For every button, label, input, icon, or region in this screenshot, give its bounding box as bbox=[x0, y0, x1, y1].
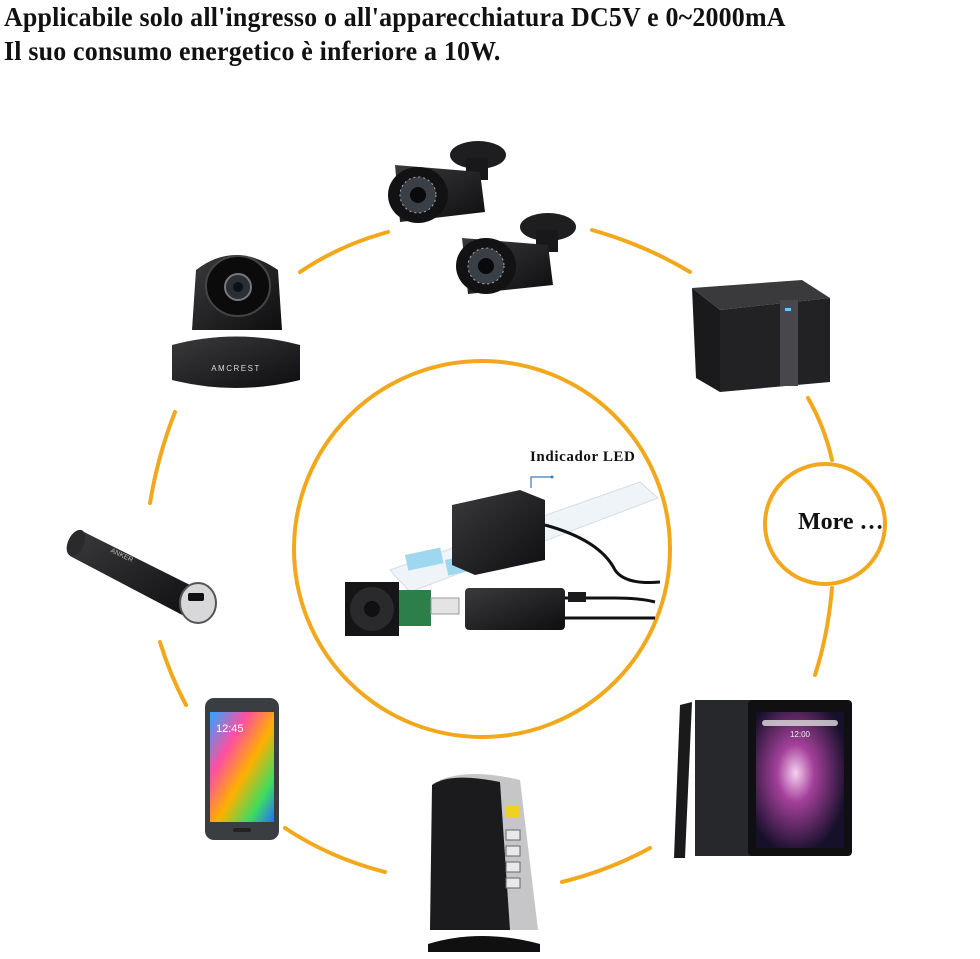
power-adapter-icon bbox=[452, 475, 661, 584]
headline-line-1: Applicabile solo all'ingresso o all'appa… bbox=[4, 2, 786, 32]
led-indicator-label: Indicador LED bbox=[530, 449, 636, 465]
outer-ring-arcs bbox=[148, 228, 834, 884]
headline-line-2: Il suo consumo energetico è inferiore a … bbox=[4, 36, 501, 66]
svg-text:AMCREST: AMCREST bbox=[211, 364, 261, 373]
bullet-cameras-icon bbox=[388, 141, 576, 294]
ptz-camera-icon: AMCREST bbox=[172, 255, 300, 388]
bluetooth-speaker-icon bbox=[692, 280, 830, 392]
tablet-icon: 12:00 bbox=[674, 700, 852, 858]
headline: Applicabile solo all'ingresso o all'appa… bbox=[4, 0, 786, 68]
usb-fan-icon bbox=[345, 582, 460, 636]
svg-text:12:45: 12:45 bbox=[216, 723, 244, 735]
router-icon bbox=[428, 774, 540, 952]
center-products bbox=[345, 475, 661, 636]
svg-text:12:00: 12:00 bbox=[790, 730, 811, 739]
power-bank-icon: ANKER bbox=[66, 529, 217, 624]
more-label[interactable]: More … bbox=[798, 509, 884, 535]
more-circle[interactable] bbox=[763, 462, 887, 586]
smartphone-icon: 12:45 bbox=[205, 698, 279, 840]
usb-converter-icon bbox=[465, 588, 656, 630]
